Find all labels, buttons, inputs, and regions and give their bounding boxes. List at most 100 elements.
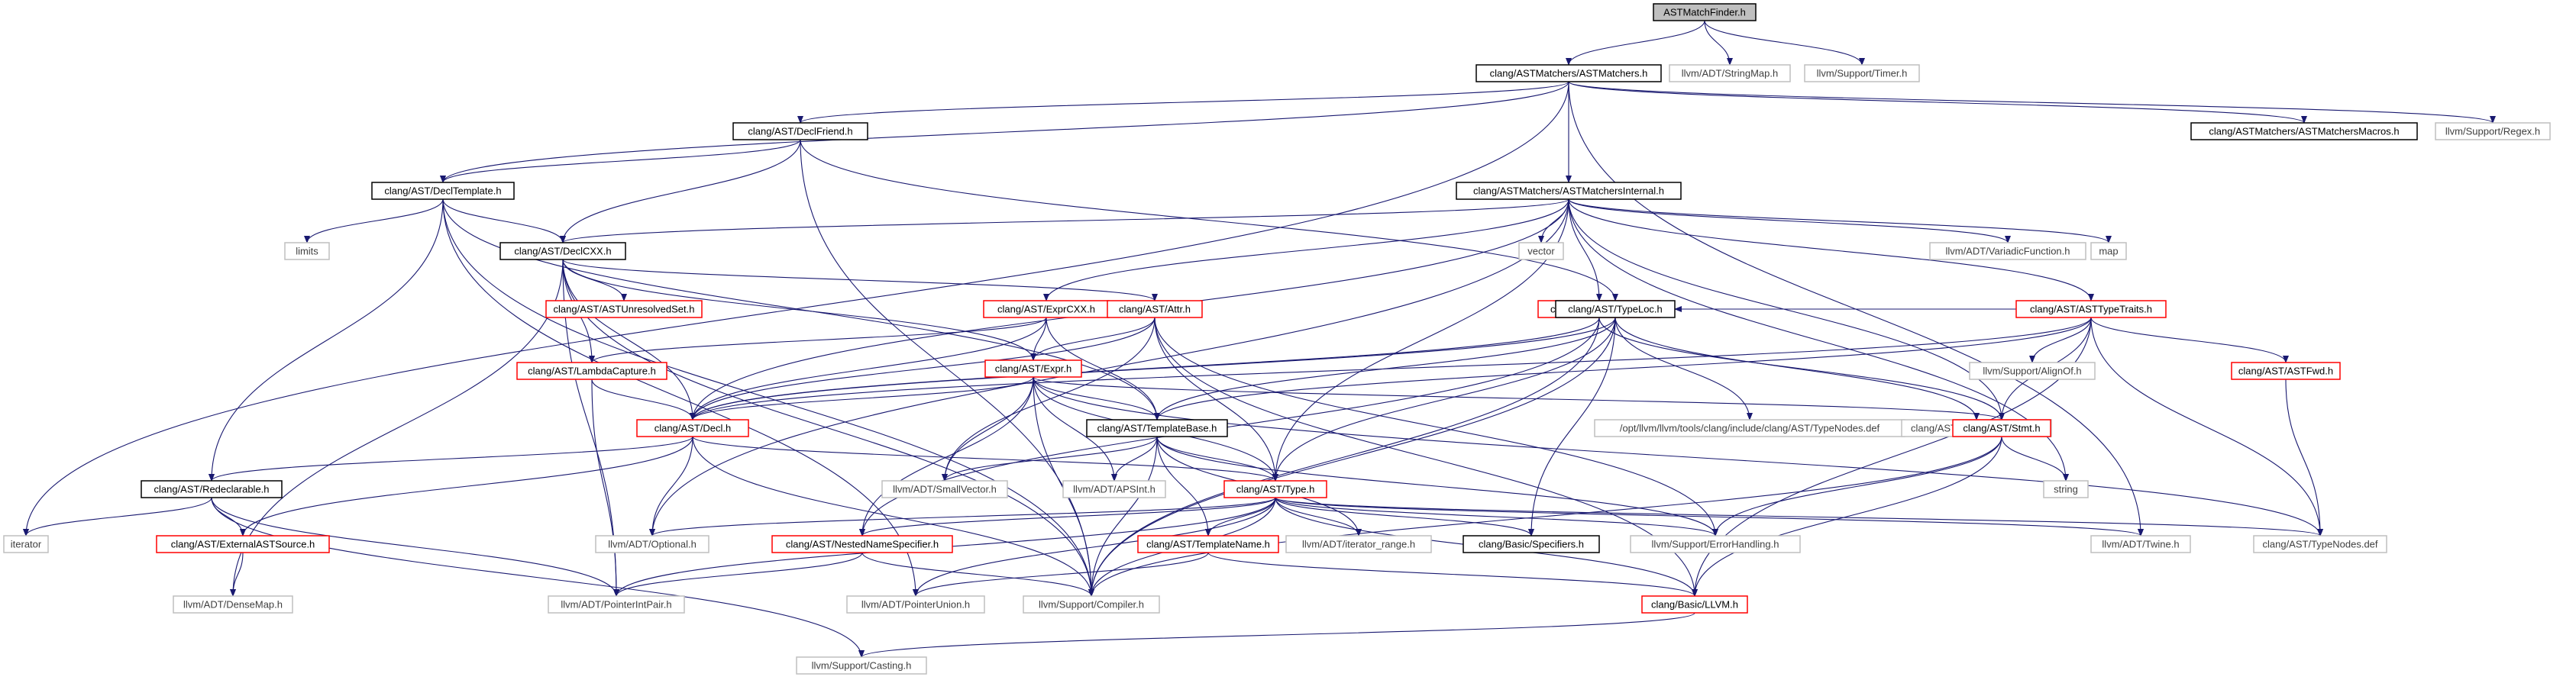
node-declcxx[interactable]: clang/AST/DeclCXX.h: [499, 242, 626, 260]
node-twine[interactable]: llvm/ADT/Twine.h: [2090, 535, 2191, 553]
edge-templatename-to-llvmh: [1207, 552, 1698, 597]
node-string[interactable]: string: [2043, 480, 2089, 498]
edge-type-to-pointerunion: [913, 497, 1276, 597]
node-stringmap[interactable]: llvm/ADT/StringMap.h: [1669, 64, 1791, 82]
node-matchersmacros[interactable]: clang/ASTMatchers/ASTMatchersMacros.h: [2190, 122, 2418, 140]
edge-expr-to-smallvector: [942, 376, 1034, 482]
node-declfriend[interactable]: clang/AST/DeclFriend.h: [732, 122, 868, 140]
edge-declcxx-to-expr: [562, 259, 1036, 361]
edge-type-to-nestedname: [859, 497, 1276, 537]
node-limits[interactable]: limits: [284, 242, 330, 260]
node-astfwd[interactable]: clang/AST/ASTFwd.h: [2231, 362, 2341, 380]
node-optional[interactable]: llvm/ADT/Optional.h: [595, 535, 709, 553]
node-iterator[interactable]: iterator: [3, 535, 49, 553]
node-limits-label: limits: [296, 245, 318, 256]
edge-matchersinternal-to-stmtcxx: [1568, 198, 1602, 301]
edge-typeloc-to-typelocnodes: [1614, 317, 1980, 421]
node-unresolvedset[interactable]: clang/AST/ASTUnresolvedSet.h: [545, 300, 703, 318]
edge-expr-to-compiler: [1033, 376, 1094, 597]
node-typetraits-box: [2015, 300, 2167, 318]
edge-typetraits-to-decl: [690, 317, 2092, 421]
node-compiler[interactable]: llvm/Support/Compiler.h: [1023, 595, 1160, 614]
node-vector[interactable]: vector: [1518, 242, 1564, 260]
node-typenodesdefopt-label: /opt/llvm/llvm/tools/clang/include/clang…: [1620, 422, 1880, 433]
node-type[interactable]: clang/AST/Type.h: [1223, 480, 1327, 498]
node-externalsource-label: clang/AST/ExternalASTSource.h: [171, 538, 315, 549]
node-llvmh-box: [1641, 595, 1748, 614]
edge-decl-to-optional: [649, 436, 693, 537]
node-string-label: string: [2054, 483, 2078, 495]
node-astmatchers[interactable]: clang/ASTMatchers/ASTMatchers.h: [1475, 64, 1662, 82]
node-vector-label: vector: [1527, 245, 1555, 256]
node-casting[interactable]: llvm/Support/Casting.h: [796, 656, 927, 675]
edge-lambdacapture-to-decl: [591, 379, 696, 421]
node-matchersinternal[interactable]: clang/ASTMatchers/ASTMatchersInternal.h: [1456, 182, 1682, 200]
node-compiler-box: [1023, 595, 1160, 614]
node-attr[interactable]: clang/AST/Attr.h: [1107, 300, 1203, 318]
node-iteratorrange-label: llvm/ADT/iterator_range.h: [1302, 538, 1415, 549]
node-alignof[interactable]: llvm/Support/AlignOf.h: [1969, 362, 2096, 380]
node-decl[interactable]: clang/AST/Decl.h: [636, 419, 749, 437]
edge-declcxx-to-attr: [562, 259, 1158, 301]
node-decltemplate[interactable]: clang/AST/DeclTemplate.h: [371, 182, 515, 200]
node-pointerintpair[interactable]: llvm/ADT/PointerIntPair.h: [548, 595, 685, 614]
node-typenodesdefopt[interactable]: /opt/llvm/llvm/tools/clang/include/clang…: [1594, 419, 1905, 437]
node-timer[interactable]: llvm/Support/Timer.h: [1804, 64, 1920, 82]
node-nestedname[interactable]: clang/AST/NestedNameSpecifier.h: [771, 535, 953, 553]
node-regex-box: [2435, 122, 2551, 140]
edge-exprcxx-to-lambdacapture: [589, 317, 1047, 363]
edge-root-to-stringmap: [1704, 20, 1733, 66]
node-stmt[interactable]: clang/AST/Stmt.h: [1952, 419, 2051, 437]
node-typetraits[interactable]: clang/AST/ASTTypeTraits.h: [2015, 300, 2167, 318]
node-astfwd-label: clang/AST/ASTFwd.h: [2238, 365, 2333, 376]
node-declcxx-label: clang/AST/DeclCXX.h: [514, 245, 611, 256]
node-map-box: [2090, 242, 2127, 260]
node-map[interactable]: map: [2090, 242, 2127, 260]
node-root[interactable]: ASTMatchFinder.h: [1653, 3, 1757, 21]
node-regex-label: llvm/Support/Regex.h: [2445, 125, 2540, 137]
node-pointerunion-box: [846, 595, 985, 614]
edge-declfriend-to-compiler: [800, 139, 1094, 597]
edge-astfwd-to-typenodesdef: [2285, 379, 2323, 537]
edge-stmtcxx-to-nestedname: [859, 317, 1600, 537]
node-regex[interactable]: llvm/Support/Regex.h: [2435, 122, 2551, 140]
node-typeloc[interactable]: clang/AST/TypeLoc.h: [1555, 300, 1676, 318]
node-variadic-box: [1929, 242, 2086, 260]
edge-stmt-to-llvmh: [1692, 436, 2002, 597]
node-iteratorrange[interactable]: llvm/ADT/iterator_range.h: [1285, 535, 1432, 553]
edge-typeloc-to-compiler: [1088, 317, 1616, 597]
node-densemap[interactable]: llvm/ADT/DenseMap.h: [173, 595, 293, 614]
node-externalsource[interactable]: clang/AST/ExternalASTSource.h: [156, 535, 330, 553]
node-redeclarable[interactable]: clang/AST/Redeclarable.h: [141, 480, 283, 498]
node-stringmap-box: [1669, 64, 1791, 82]
node-astfwd-box: [2231, 362, 2341, 380]
node-lambdacapture-box: [516, 362, 667, 380]
edge-attr-to-type: [1154, 317, 1278, 482]
node-variadic[interactable]: llvm/ADT/VariadicFunction.h: [1929, 242, 2086, 260]
node-expr[interactable]: clang/AST/Expr.h: [984, 359, 1082, 378]
node-lambdacapture[interactable]: clang/AST/LambdaCapture.h: [516, 362, 667, 380]
edge-astmatchers-to-matchersmacros: [1568, 81, 2307, 124]
node-pointerunion-label: llvm/ADT/PointerUnion.h: [861, 598, 970, 610]
node-redeclarable-label: clang/AST/Redeclarable.h: [154, 483, 269, 495]
edge-stmtcxx-to-decl: [690, 317, 1600, 421]
node-templatebase[interactable]: clang/AST/TemplateBase.h: [1086, 419, 1228, 437]
edge-templatename-to-pointerunion: [913, 552, 1209, 597]
edge-matchersinternal-to-vector: [1538, 198, 1569, 243]
edge-attr-to-errorhandling: [1154, 317, 1718, 537]
node-templatename[interactable]: clang/AST/TemplateName.h: [1137, 535, 1279, 553]
node-errorhandling[interactable]: llvm/Support/ErrorHandling.h: [1630, 535, 1801, 553]
node-matchersmacros-box: [2190, 122, 2418, 140]
node-typenodesdef[interactable]: clang/AST/TypeNodes.def: [2253, 535, 2387, 553]
edge-stmt-to-compiler: [1088, 436, 2002, 597]
node-templatename-box: [1137, 535, 1279, 553]
node-smallvector[interactable]: llvm/ADT/SmallVector.h: [881, 480, 1008, 498]
node-pointerunion[interactable]: llvm/ADT/PointerUnion.h: [846, 595, 985, 614]
node-exprcxx[interactable]: clang/AST/ExprCXX.h: [983, 300, 1110, 318]
node-templatename-label: clang/AST/TemplateName.h: [1146, 538, 1270, 549]
node-attr-box: [1107, 300, 1203, 318]
node-specifiers[interactable]: clang/Basic/Specifiers.h: [1463, 535, 1600, 553]
node-llvmh[interactable]: clang/Basic/LLVM.h: [1641, 595, 1748, 614]
node-apsint[interactable]: llvm/ADT/APSInt.h: [1062, 480, 1166, 498]
edge-matchersinternal-to-typetraits: [1568, 198, 2094, 301]
